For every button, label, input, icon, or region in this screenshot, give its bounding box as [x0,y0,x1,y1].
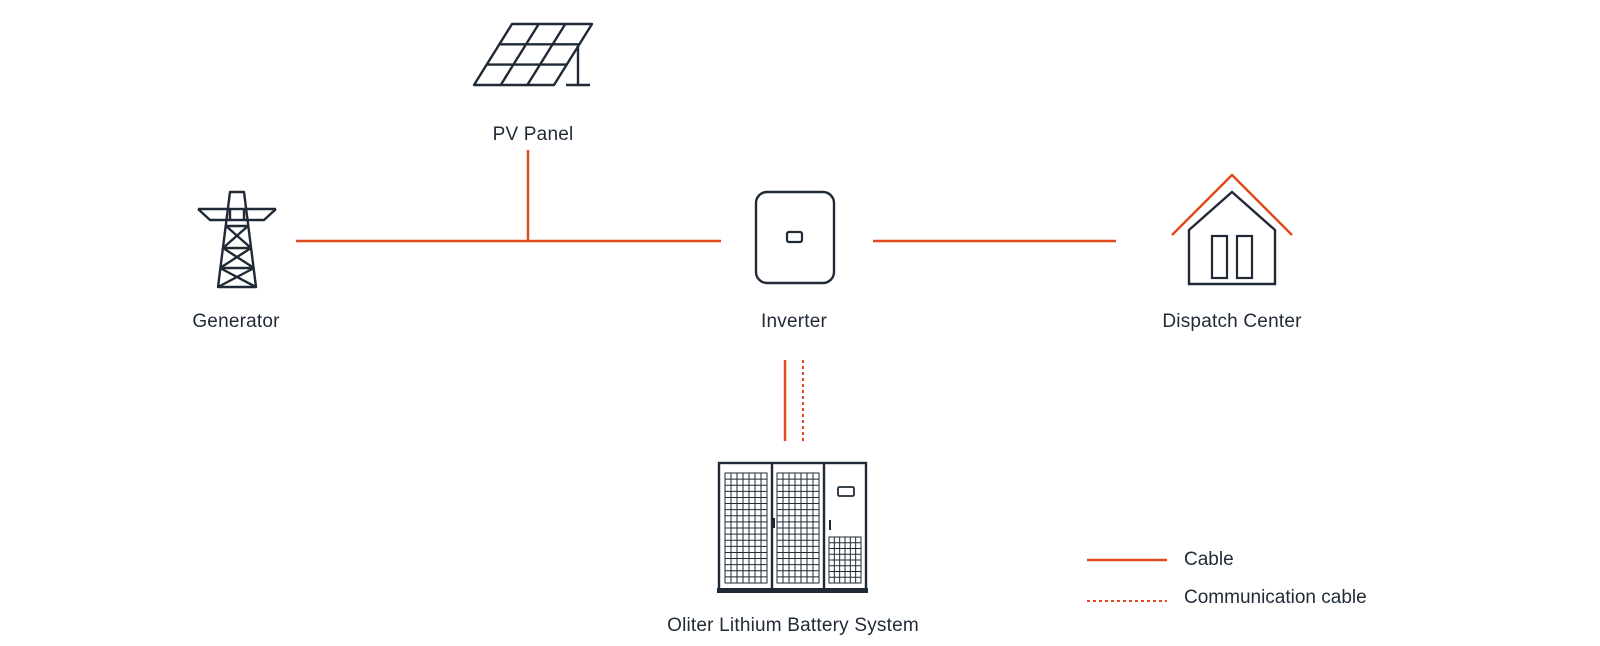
inverter-label: Inverter [760,311,828,332]
pv-panel-label: PV Panel [492,124,574,145]
dispatch-center-label: Dispatch Center [1162,311,1302,332]
legend [1087,558,1167,602]
generator-label: Generator [192,311,280,332]
house-icon [1171,173,1293,286]
legend-communication-cable-label: Communication cable [1184,587,1367,608]
transmission-tower-icon [197,190,277,289]
battery-system-label: Oliter Lithium Battery System [667,615,919,636]
inverter-icon [754,190,836,285]
battery-cabinet-icon [717,461,868,593]
legend-cable-label: Cable [1184,549,1234,570]
solar-panel-icon [472,22,594,87]
connections [296,150,1116,441]
